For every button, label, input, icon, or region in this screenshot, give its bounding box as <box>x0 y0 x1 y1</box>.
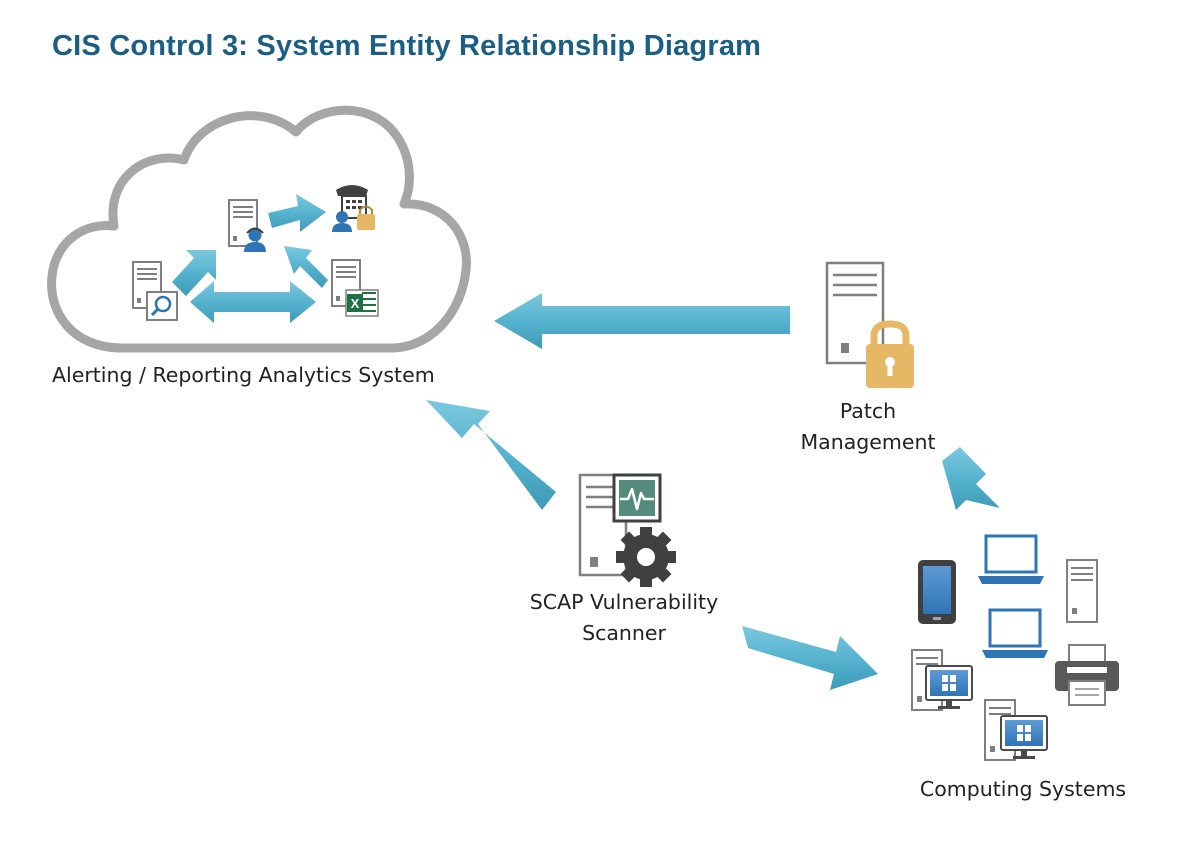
laptop-icon <box>978 534 1044 584</box>
scap-scanner-line1: SCAP Vulnerability <box>529 590 719 614</box>
desktop-icon <box>911 649 973 711</box>
cloud-arrow-right <box>268 194 326 232</box>
arrow-patch-to-analytics <box>494 293 790 349</box>
arrow-patch-to-computing <box>942 447 1000 510</box>
cloud-arrow-up-right <box>172 250 216 296</box>
gear-icon <box>616 527 676 587</box>
svg-text:X: X <box>351 296 360 311</box>
arrow-scanner-to-computing <box>742 626 878 690</box>
analytics-system-label: Alerting / Reporting Analytics System <box>52 363 435 387</box>
laptop-icon <box>982 608 1048 658</box>
server-user-icon <box>228 199 266 252</box>
scap-scanner-label: SCAP Vulnerability Scanner <box>514 587 734 649</box>
tablet-icon <box>918 560 956 624</box>
patch-management-line2: Management <box>800 430 936 454</box>
server-search-icon <box>132 261 178 321</box>
server-monitor-icon <box>578 473 662 577</box>
arrow-scanner-to-analytics <box>426 400 556 510</box>
server-icon <box>1066 559 1098 623</box>
server-excel-icon: X <box>331 259 379 317</box>
lock-icon <box>866 320 914 388</box>
phone-user-lock-icon <box>332 185 375 232</box>
cloud-arrow-up-left <box>284 246 328 288</box>
computing-systems-label: Computing Systems <box>919 777 1127 801</box>
patch-management-label: Patch Management <box>788 396 948 458</box>
cloud-arrow-double <box>190 281 316 323</box>
diagram-title: CIS Control 3: System Entity Relationshi… <box>52 30 762 62</box>
scap-scanner-line2: Scanner <box>582 621 666 645</box>
printer-icon <box>1055 644 1119 706</box>
patch-management-line1: Patch <box>839 399 897 423</box>
desktop-icon <box>984 699 1048 761</box>
